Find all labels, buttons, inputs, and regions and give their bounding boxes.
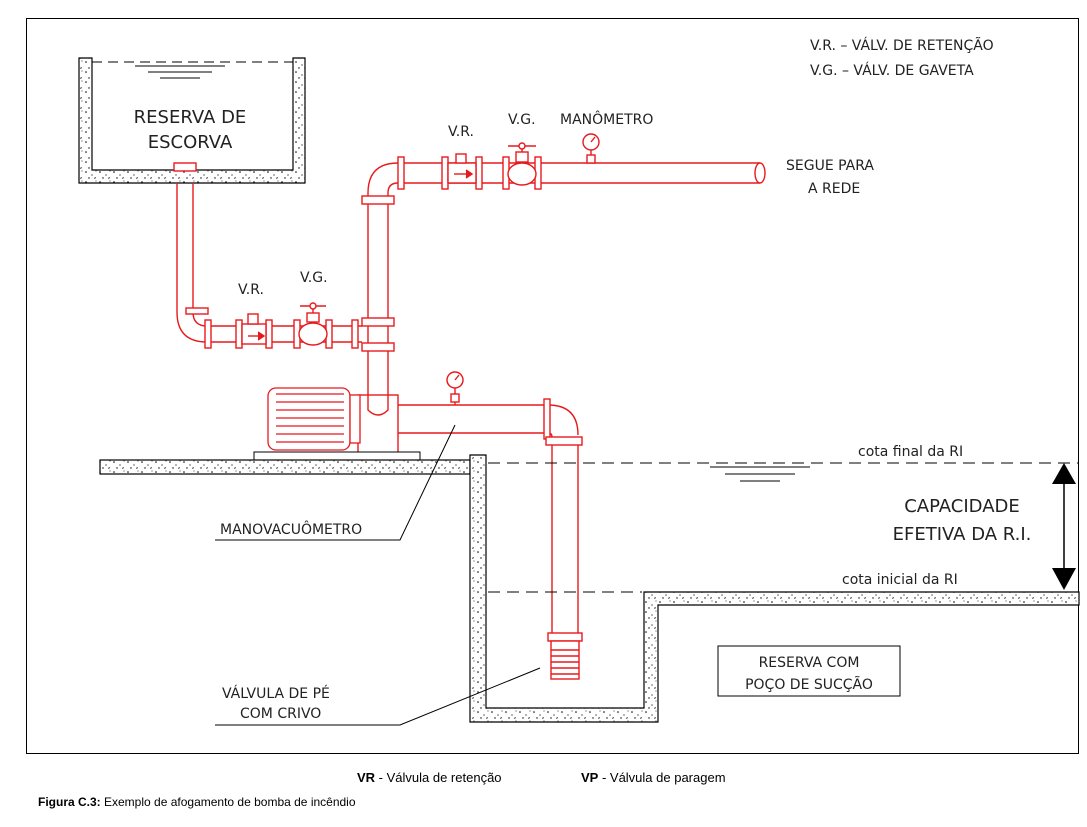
note-vp-text: - Válvula de paragem bbox=[598, 770, 726, 785]
label-reserva-poco-1: RESERVA COM bbox=[759, 655, 860, 671]
pump-motor bbox=[267, 387, 361, 451]
label-cota-final: cota final da RI bbox=[858, 444, 963, 460]
label-vg-left: V.G. bbox=[300, 270, 328, 286]
label-vr-top: V.R. bbox=[448, 124, 474, 140]
label-segue-1: SEGUE PARA bbox=[786, 158, 874, 174]
label-capacidade-1: CAPACIDADE bbox=[904, 496, 1020, 517]
label-segue-2: A REDE bbox=[808, 181, 860, 197]
legend-line-1: V.R. – VÁLV. DE RETENÇÃO bbox=[810, 37, 994, 54]
label-valvula-pe-2: COM CRIVO bbox=[240, 706, 321, 722]
label-capacidade-2: EFETIVA DA R.I. bbox=[893, 524, 1032, 545]
reservoir-label-box bbox=[717, 645, 901, 697]
reservoir-water-symbol bbox=[710, 466, 810, 482]
water-level-symbol bbox=[135, 65, 225, 79]
label-manometro: MANÔMETRO bbox=[560, 110, 653, 128]
label-reserva-poco-2: POÇO DE SUCÇÃO bbox=[745, 676, 873, 693]
figure-label: Figura C.3: bbox=[38, 795, 101, 809]
capacity-arrow bbox=[1052, 463, 1076, 590]
figure-caption-text: Exemplo de afogamento de bomba de incênd… bbox=[100, 795, 356, 809]
label-vg-top: V.G. bbox=[508, 112, 536, 128]
label-vr-left: V.R. bbox=[238, 282, 264, 298]
diagram-frame bbox=[26, 18, 1079, 754]
priming-tank-label-2: ESCORVA bbox=[148, 132, 233, 153]
note-vr-text: - Válvula de retenção bbox=[375, 770, 502, 785]
label-cota-inicial: cota inicial da RI bbox=[842, 572, 958, 588]
priming-tank: RESERVA DE ESCORVA bbox=[78, 57, 306, 184]
piping bbox=[173, 133, 766, 680]
note-vp-abbr: VP bbox=[581, 770, 599, 785]
note-vp: VP - Válvula de paragem bbox=[581, 770, 726, 785]
figure-caption: Figura C.3: Exemplo de afogamento de bom… bbox=[38, 795, 356, 809]
legend-line-2: V.G. – VÁLV. DE GAVETA bbox=[810, 62, 974, 79]
note-vr: VR - Válvula de retenção bbox=[357, 770, 502, 785]
priming-tank-label-1: RESERVA DE bbox=[134, 107, 247, 128]
label-valvula-pe-1: VÁLVULA DE PÉ bbox=[222, 685, 330, 702]
pump-base bbox=[253, 451, 421, 461]
label-manovacuometro: MANOVACUÔMETRO bbox=[220, 520, 362, 538]
leader-lines bbox=[215, 424, 541, 726]
note-vr-abbr: VR bbox=[357, 770, 376, 785]
